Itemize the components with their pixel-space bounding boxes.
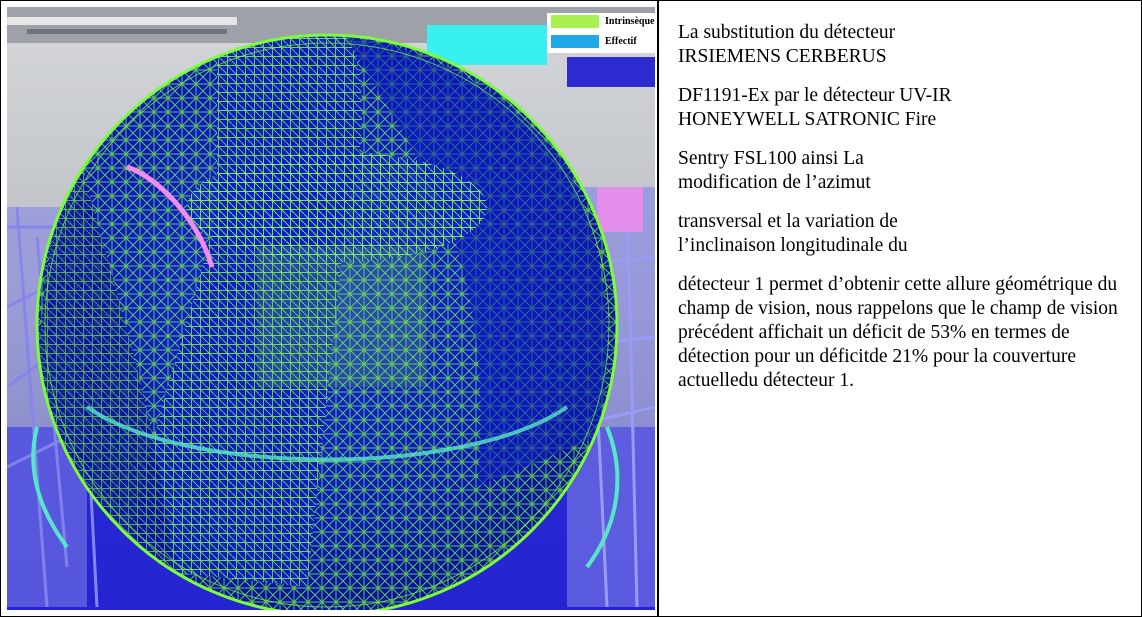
legend-swatch <box>551 35 599 48</box>
paragraph: Sentry FSL100 ainsi La modification de l… <box>678 148 871 193</box>
detector-field-of-view-image: Intrinsèque Effectif <box>7 7 655 610</box>
legend-item-effectif: Effectif <box>547 35 655 49</box>
paragraph: DF1191-Ex par le détecteur UV-IR HONEYWE… <box>678 85 952 130</box>
paragraph: La substitution du détecteur IRSIEMENS C… <box>678 22 896 67</box>
field-of-view-rendering <box>7 7 655 610</box>
paragraph: détecteur 1 permet d’obtenir cette allur… <box>678 274 1118 391</box>
legend-swatch <box>551 15 599 28</box>
legend-item-intrinseque: Intrinsèque <box>547 15 655 29</box>
legend-label: Effectif <box>605 36 637 47</box>
description-text: La substitution du détecteur IRSIEMENS C… <box>678 21 1128 408</box>
column-divider <box>657 1 659 616</box>
paragraph: transversal et la variation de l’inclina… <box>678 211 908 256</box>
legend-label: Intrinsèque <box>605 16 655 27</box>
legend: Intrinsèque Effectif <box>547 13 655 53</box>
